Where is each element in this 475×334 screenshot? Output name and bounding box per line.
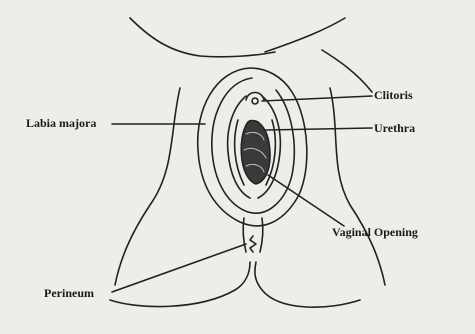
right-buttock	[255, 262, 360, 307]
left-thigh-contour	[115, 88, 180, 285]
perineum-stitch	[250, 236, 256, 252]
upper-contour-left	[130, 18, 275, 57]
left-buttock	[110, 262, 250, 307]
clitoris-glans	[252, 98, 258, 104]
leader-urethra	[266, 128, 372, 130]
label-labia-majora: Labia majora	[26, 116, 96, 130]
label-clitoris: Clitoris	[374, 88, 413, 102]
perineum-line-right	[260, 218, 263, 252]
label-vaginal-opening: Vaginal Opening	[332, 225, 418, 239]
label-urethra: Urethra	[374, 121, 415, 135]
leader-clitoris	[262, 96, 372, 101]
right-hip-contour	[322, 50, 372, 92]
leader-perineum	[112, 244, 246, 292]
upper-contour-right	[265, 18, 345, 52]
right-thigh-contour	[330, 88, 385, 285]
label-perineum: Perineum	[44, 286, 94, 300]
